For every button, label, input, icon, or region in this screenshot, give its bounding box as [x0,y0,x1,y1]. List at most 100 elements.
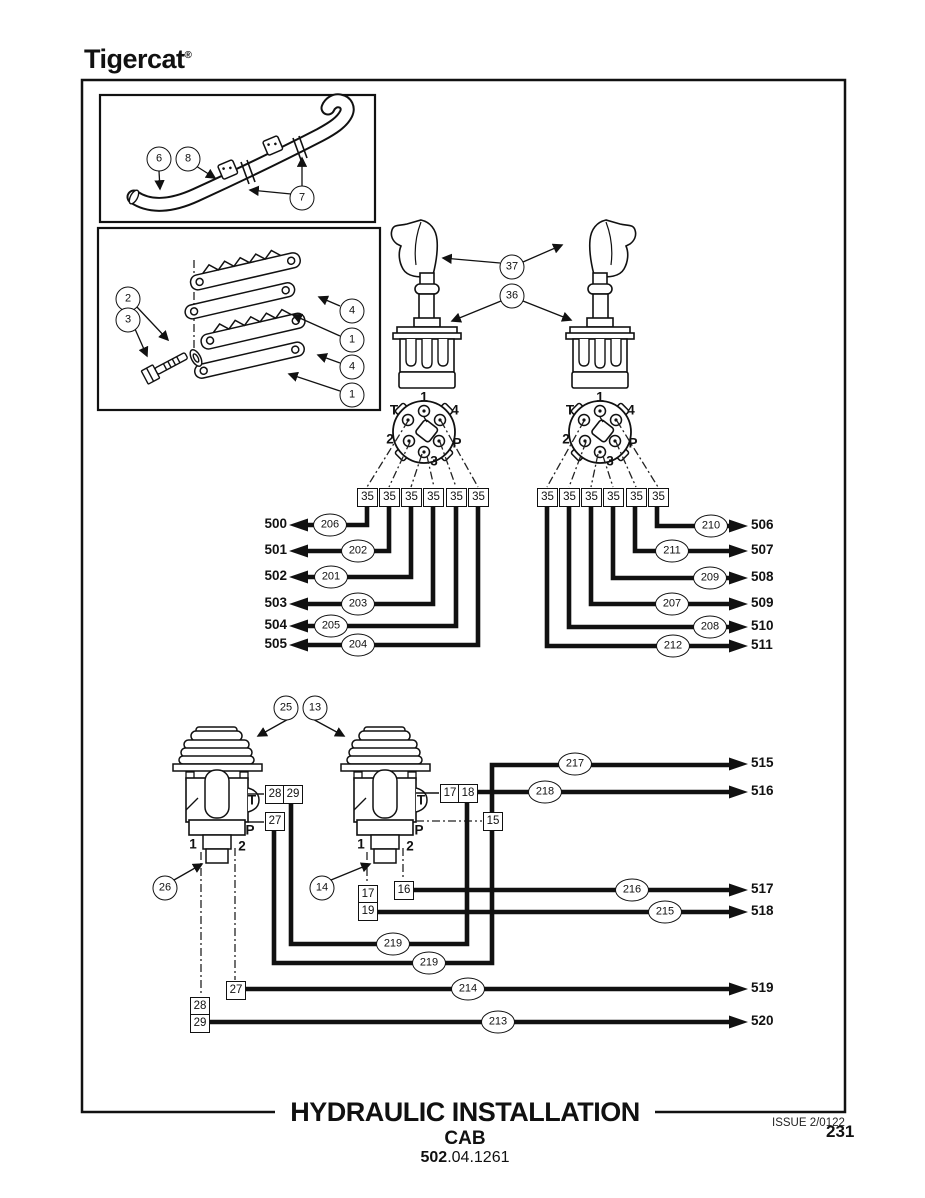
port-label-3: 3 [606,453,614,469]
pedal-port-2: 2 [406,838,414,854]
line-number: 502 [264,568,287,583]
line-number: 503 [264,595,287,610]
callout-14: 14 [309,875,335,901]
port-label-2: 2 [386,431,394,447]
hose-tag: 207 [655,592,689,616]
fitting-box-35: 35 [537,488,558,507]
fitting-box-27b: 27 [226,981,246,1000]
fitting-box-35: 35 [446,488,467,507]
page-number: 231 [826,1122,855,1141]
fitting-box-16: 16 [394,881,414,900]
line-number: 508 [751,569,774,584]
hose-tag: 203 [341,592,375,616]
callout-4a: 4 [339,298,365,324]
line-number: 501 [264,542,287,557]
hose-tag: 215 [648,900,682,924]
clamp-drawing [140,249,306,385]
line-number: 505 [264,636,287,651]
line-number: 511 [751,637,773,652]
hose-tag: 202 [341,539,375,563]
hose-tag: 217 [558,752,592,776]
fitting-box-35: 35 [379,488,400,507]
fitting-box-19: 19 [358,902,378,921]
callout-3: 3 [115,307,141,333]
fitting-box-15: 15 [483,812,503,831]
fitting-box-35: 35 [423,488,444,507]
port-label-2: 2 [562,431,570,447]
part-code-prefix: 502 [420,1149,448,1166]
joystick-right [565,219,637,389]
pedal-leads [200,820,482,996]
line-number: 519 [751,980,774,995]
callout-26: 26 [152,875,178,901]
line-number: 518 [751,903,774,918]
fitting-box-35: 35 [559,488,580,507]
clamp-inset-border [96,226,382,412]
fitting-box-35: 35 [468,488,489,507]
fitting-box-35: 35 [626,488,647,507]
brand-logo: Tigercat® [84,44,192,74]
connector-left [392,400,456,464]
port-label-1: 1 [596,389,604,405]
hose-tag: 211 [655,539,689,563]
hose-tag: 201 [314,565,348,589]
fitting-box-35: 35 [648,488,669,507]
hose-tag: 210 [694,514,728,538]
pedal-port-1: 1 [357,836,365,852]
fitting-box-17b: 17 [358,885,378,904]
pedal-port-1: 1 [189,836,197,852]
callout-36: 36 [499,283,525,309]
callout-13: 13 [302,695,328,721]
hose-drawing [126,93,355,212]
hose-tag: 205 [314,614,348,638]
pedal-port-t: T [416,792,426,808]
port-label-p: P [628,435,638,451]
fitting-box-29: 29 [283,785,303,804]
hose-tag: 216 [615,878,649,902]
line-number: 509 [751,595,774,610]
pedal-port-t: T [247,792,257,808]
port-label-1: 1 [420,389,428,405]
pedal-port-p: P [245,822,255,838]
fitting-box-27: 27 [265,812,285,831]
fitting-box-35: 35 [401,488,422,507]
port-label-t: T [389,402,399,418]
callout-7: 7 [289,185,315,211]
page-subtitle: CAB [444,1128,486,1149]
hose-tag: 208 [693,615,727,639]
hose-tag: 219 [412,951,446,975]
registered-mark: ® [184,50,192,61]
line-number: 500 [264,516,287,531]
fitting-box-29b: 29 [190,1014,210,1033]
port-links [248,792,439,823]
arrowheads [289,518,748,1029]
hose-tag: 204 [341,633,375,657]
fitting-box-17: 17 [440,784,460,803]
port-label-4: 4 [451,402,459,418]
callout-6: 6 [146,146,172,172]
fitting-box-18: 18 [458,784,478,803]
port-label-t: T [565,402,575,418]
fitting-box-35: 35 [581,488,602,507]
pedal-port-p: P [414,822,424,838]
fitting-box-35: 35 [357,488,378,507]
page-title: HYDRAULIC INSTALLATION [275,1099,655,1126]
outer-border [80,78,847,1114]
fitting-box-28: 28 [265,785,285,804]
hose-tag: 218 [528,780,562,804]
callout-25: 25 [273,695,299,721]
port-label-3: 3 [430,453,438,469]
issue-label: ISSUE 2/0122 [772,1117,845,1129]
callout-1a: 1 [339,327,365,353]
line-number: 504 [264,617,287,632]
callout-1b: 1 [339,382,365,408]
port-label-4: 4 [627,402,635,418]
line-number: 516 [751,783,774,798]
line-number: 515 [751,755,774,770]
connector-leads [366,420,659,488]
callout-2: 2 [115,286,141,312]
line-number: 507 [751,542,774,557]
line-number: 520 [751,1013,774,1028]
